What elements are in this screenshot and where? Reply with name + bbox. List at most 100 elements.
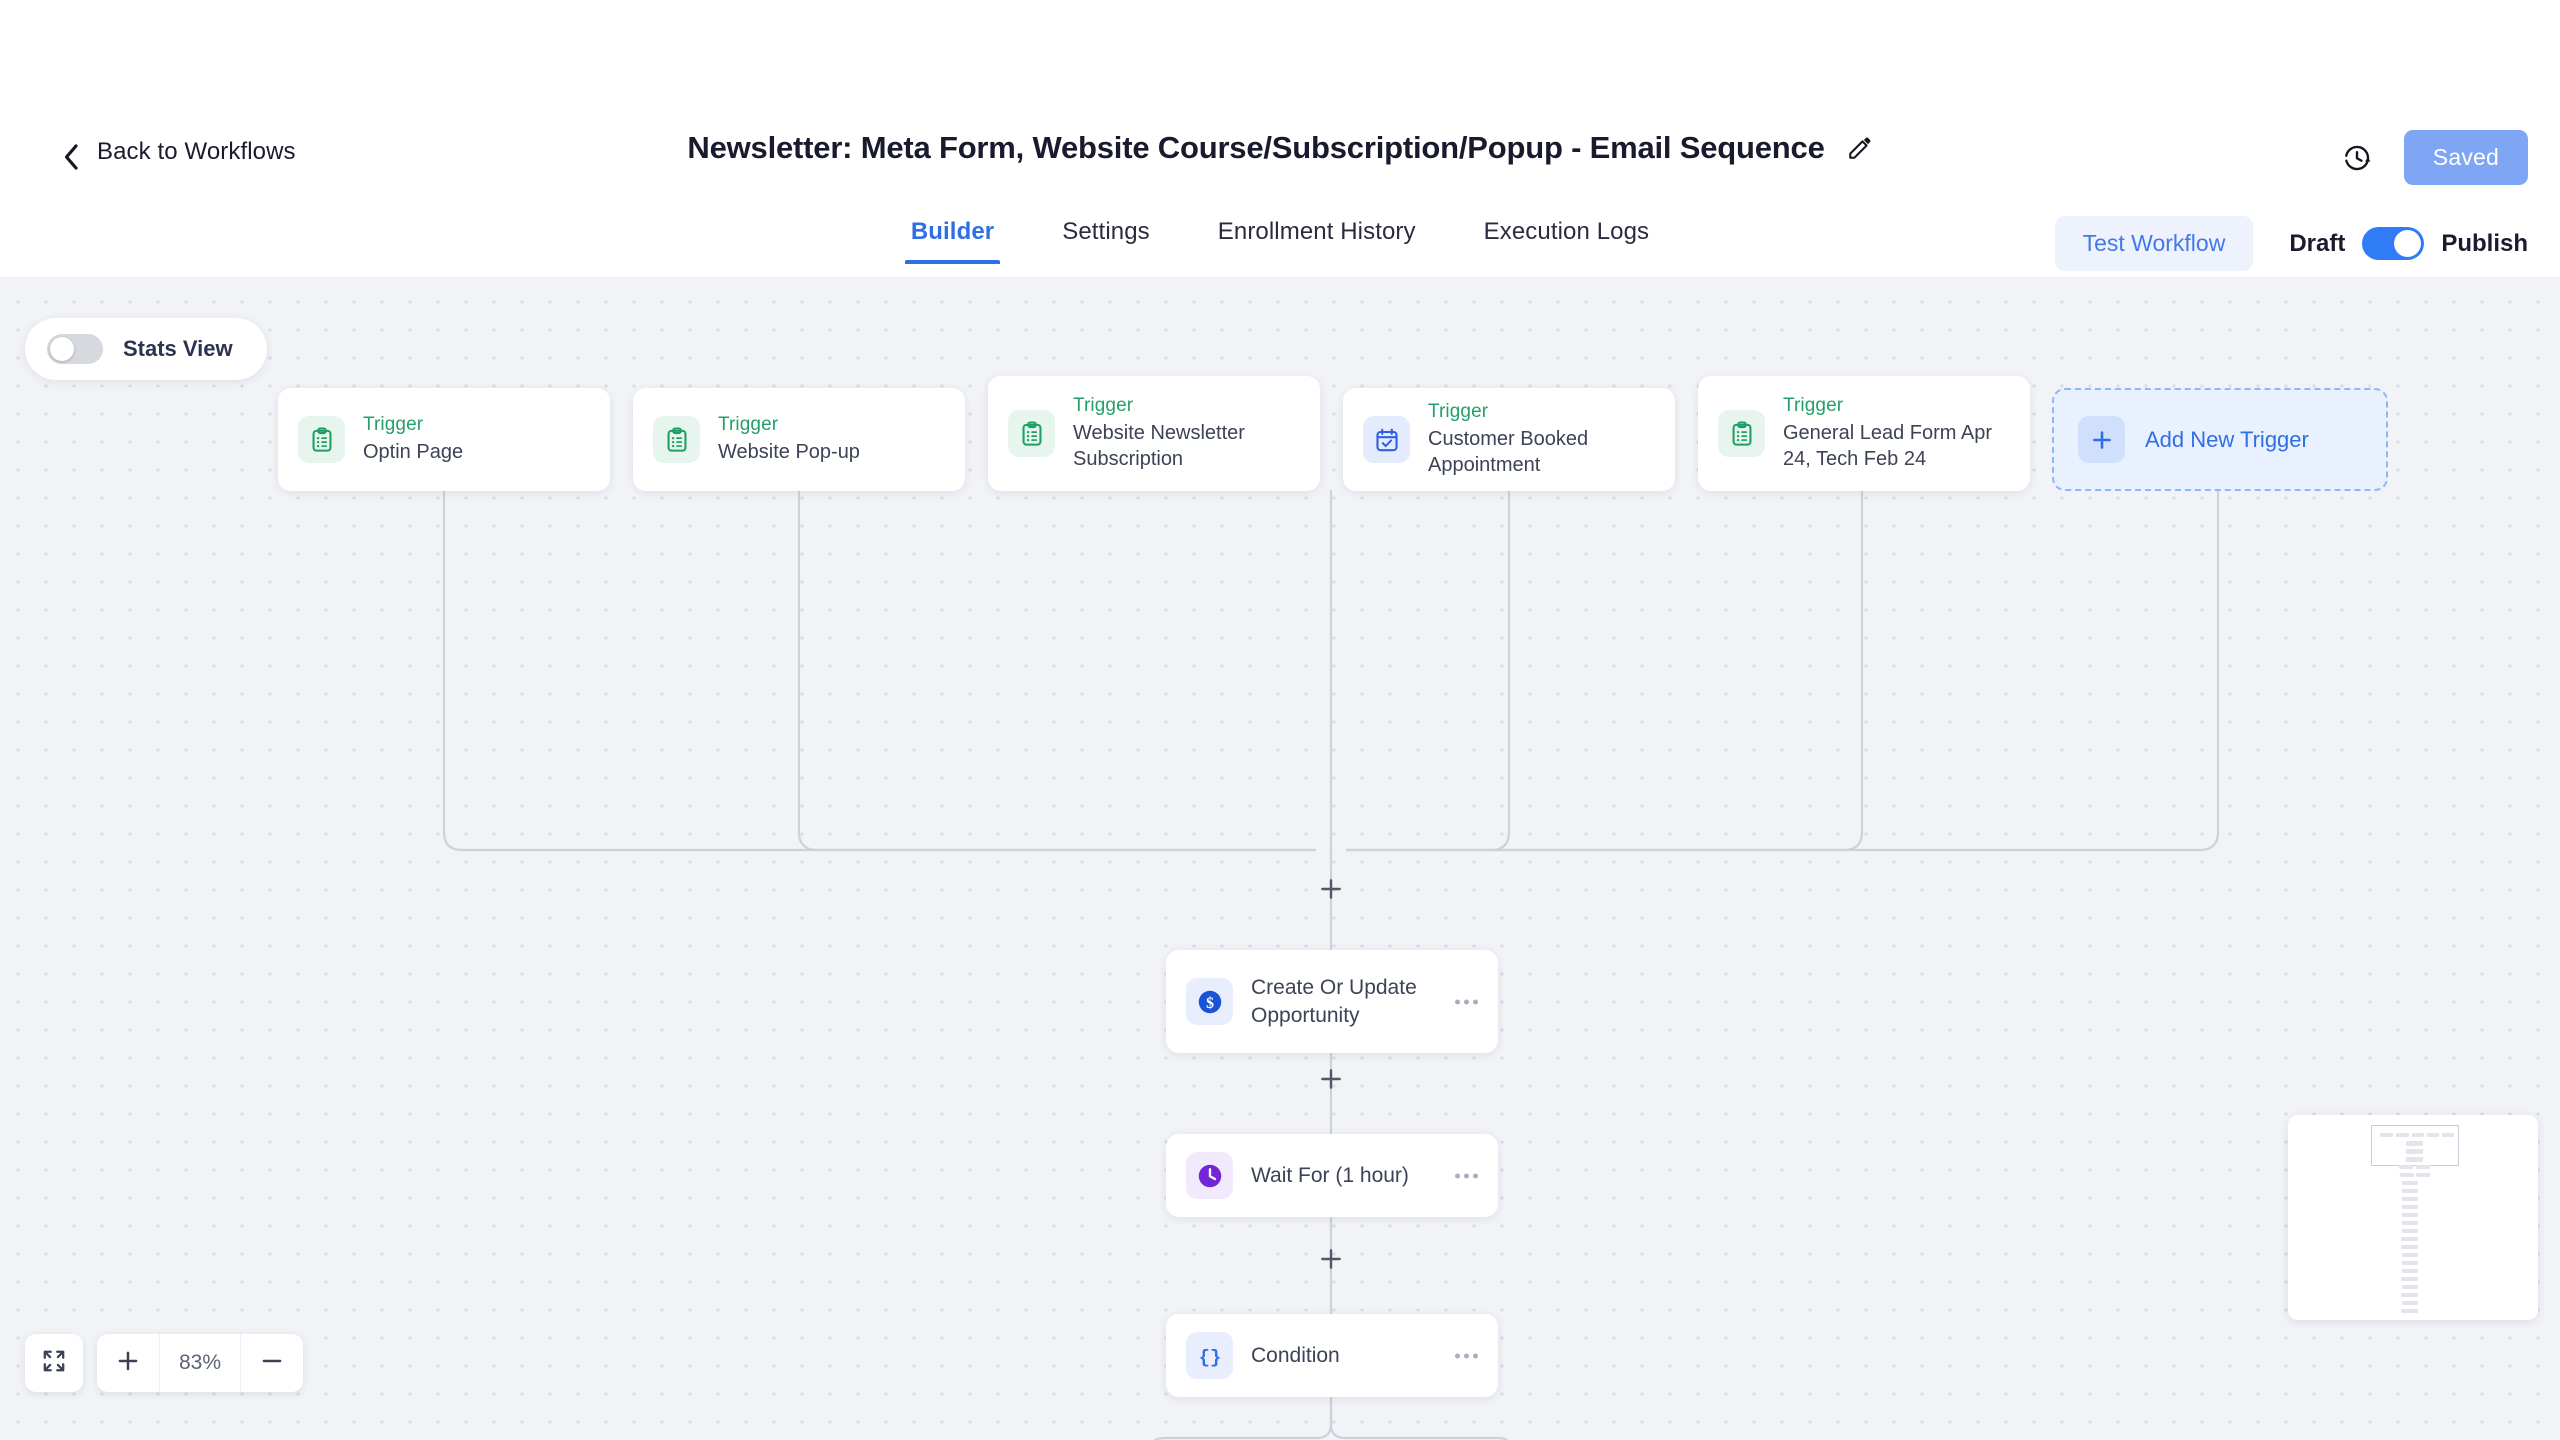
trigger-name-label: General Lead Form Apr 24, Tech Feb 24 (1783, 421, 1992, 470)
tab-settings[interactable]: Settings (1062, 218, 1150, 245)
minimap-node (2402, 1229, 2418, 1233)
zoom-level-value: 83% (159, 1334, 241, 1392)
trigger-card-website-newsletter-subscription[interactable]: Trigger Website Newsletter Subscription (988, 376, 1320, 491)
save-status-button[interactable]: Saved (2403, 130, 2528, 185)
trigger-name-label: Website Newsletter Subscription (1073, 421, 1245, 470)
minimap-node (2406, 1141, 2423, 1146)
test-workflow-button[interactable]: Test Workflow (2054, 216, 2254, 271)
pencil-icon[interactable] (1847, 135, 1873, 161)
minimap-node (2380, 1133, 2393, 1137)
plus-icon (115, 1348, 141, 1379)
minimap-node (2402, 1189, 2418, 1193)
action-card-condition[interactable]: {} Condition (1166, 1314, 1498, 1397)
back-to-workflows-button[interactable]: Back to Workflows (62, 138, 296, 170)
trigger-kind-label: Trigger (363, 413, 424, 435)
fit-to-screen-button[interactable] (25, 1334, 83, 1392)
app-header: Back to Workflows Newsletter: Meta Form,… (0, 0, 2560, 215)
zoom-out-button[interactable] (241, 1334, 303, 1392)
clipboard-list-icon (1008, 410, 1055, 457)
stats-view-toggle-knob (50, 337, 74, 361)
more-horizontal-icon[interactable] (1455, 1353, 1478, 1358)
calendar-check-icon (1363, 416, 1410, 463)
tab-bar-actions: Test Workflow Draft Publish (2054, 216, 2528, 271)
minimap-node (2402, 1253, 2418, 1257)
zoom-level-group: 83% (97, 1334, 303, 1392)
stats-view-toggle[interactable] (47, 334, 103, 364)
trigger-kind-label: Trigger (718, 413, 779, 435)
trigger-card-text: Trigger Optin Page (363, 414, 463, 465)
trigger-card-text: Trigger Website Newsletter Subscription (1073, 395, 1278, 473)
more-horizontal-icon[interactable] (1455, 1173, 1478, 1178)
action-title-label: Create Or Update Opportunity (1251, 975, 1417, 1027)
tab-enrollment-history[interactable]: Enrollment History (1217, 218, 1416, 245)
clipboard-list-icon (298, 416, 345, 463)
trigger-kind-label: Trigger (1783, 394, 1844, 416)
add-new-trigger-button[interactable]: Add New Trigger (2052, 388, 2388, 491)
braces-icon: {} (1186, 1332, 1233, 1379)
trigger-card-text: Trigger General Lead Form Apr 24, Tech F… (1783, 395, 2010, 473)
dollar-circle-icon: $ (1186, 978, 1233, 1025)
trigger-card-optin-page[interactable]: Trigger Optin Page (278, 388, 610, 491)
action-card-text: Create Or Update Opportunity (1251, 974, 1436, 1030)
trigger-card-website-popup[interactable]: Trigger Website Pop-up (633, 388, 965, 491)
minimap-node (2416, 1173, 2430, 1177)
minimap-node (2406, 1149, 2423, 1154)
minimap-node (2402, 1205, 2418, 1209)
publish-toggle[interactable] (2362, 227, 2425, 260)
tab-list: Builder Settings Enrollment History Exec… (0, 218, 2560, 264)
plus-icon (2078, 416, 2125, 463)
tab-execution-logs[interactable]: Execution Logs (1483, 218, 1650, 245)
fit-to-screen-icon (41, 1348, 67, 1379)
minimap-node (2402, 1261, 2418, 1265)
minimap-node (2442, 1133, 2454, 1137)
minimap-node (2399, 1165, 2413, 1169)
minimap-node (2402, 1221, 2418, 1225)
trigger-card-customer-booked-appointment[interactable]: Trigger Customer Booked Appointment (1343, 388, 1675, 491)
trigger-card-text: Trigger Website Pop-up (718, 414, 860, 465)
zoom-in-button[interactable] (97, 1334, 159, 1392)
more-horizontal-icon[interactable] (1455, 999, 1478, 1004)
stats-view-label: Stats View (123, 336, 233, 361)
minimap-node (2402, 1269, 2418, 1273)
zoom-controls: 83% (25, 1334, 303, 1392)
minus-icon (259, 1348, 285, 1379)
action-card-text: Wait For (1 hour) (1251, 1162, 1409, 1190)
trigger-name-label: Website Pop-up (718, 440, 860, 463)
chevron-left-icon (62, 143, 80, 170)
draft-publish-toggle-group: Draft Publish (2289, 227, 2528, 260)
trigger-card-general-lead-form[interactable]: Trigger General Lead Form Apr 24, Tech F… (1698, 376, 2030, 491)
clock-history-icon[interactable] (2342, 143, 2372, 173)
svg-text:{}: {} (1198, 1346, 1221, 1368)
workflow-canvas[interactable]: Stats View Trigger Optin Page Trigger We… (0, 278, 2560, 1440)
tab-bar: Builder Settings Enrollment History Exec… (0, 0, 2560, 278)
action-card-wait-for[interactable]: Wait For (1 hour) (1166, 1134, 1498, 1217)
add-step-button-after-wait[interactable] (1318, 1246, 1344, 1272)
svg-text:$: $ (1206, 994, 1214, 1011)
minimap-node (2401, 1237, 2418, 1241)
action-title-label: Condition (1251, 1343, 1340, 1367)
minimap-node (2401, 1309, 2418, 1313)
minimap-node (2402, 1285, 2418, 1289)
draft-label: Draft (2289, 229, 2346, 257)
trigger-card-text: Trigger Customer Booked Appointment (1428, 401, 1655, 479)
tab-builder[interactable]: Builder (877, 218, 1028, 264)
minimap-node (2402, 1181, 2418, 1185)
add-step-button-after-opportunity[interactable] (1318, 1066, 1344, 1092)
add-step-button-after-triggers[interactable] (1318, 876, 1344, 902)
minimap-node (2401, 1277, 2418, 1281)
minimap-node (2416, 1165, 2430, 1169)
minimap-node (2401, 1293, 2418, 1297)
connector-edges (442, 489, 2220, 1440)
minimap-node (2427, 1133, 2439, 1137)
action-title-label: Wait For (1 hour) (1251, 1163, 1409, 1187)
minimap-node (2400, 1173, 2414, 1177)
action-card-create-or-update-opportunity[interactable]: $ Create Or Update Opportunity (1166, 950, 1498, 1053)
header-actions: Saved (2342, 130, 2528, 185)
trigger-kind-label: Trigger (1073, 394, 1134, 416)
minimap[interactable] (2288, 1115, 2538, 1320)
publish-label: Publish (2441, 229, 2528, 257)
back-to-workflows-label: Back to Workflows (97, 138, 296, 165)
clipboard-list-icon (653, 416, 700, 463)
trigger-name-label: Optin Page (363, 440, 464, 463)
